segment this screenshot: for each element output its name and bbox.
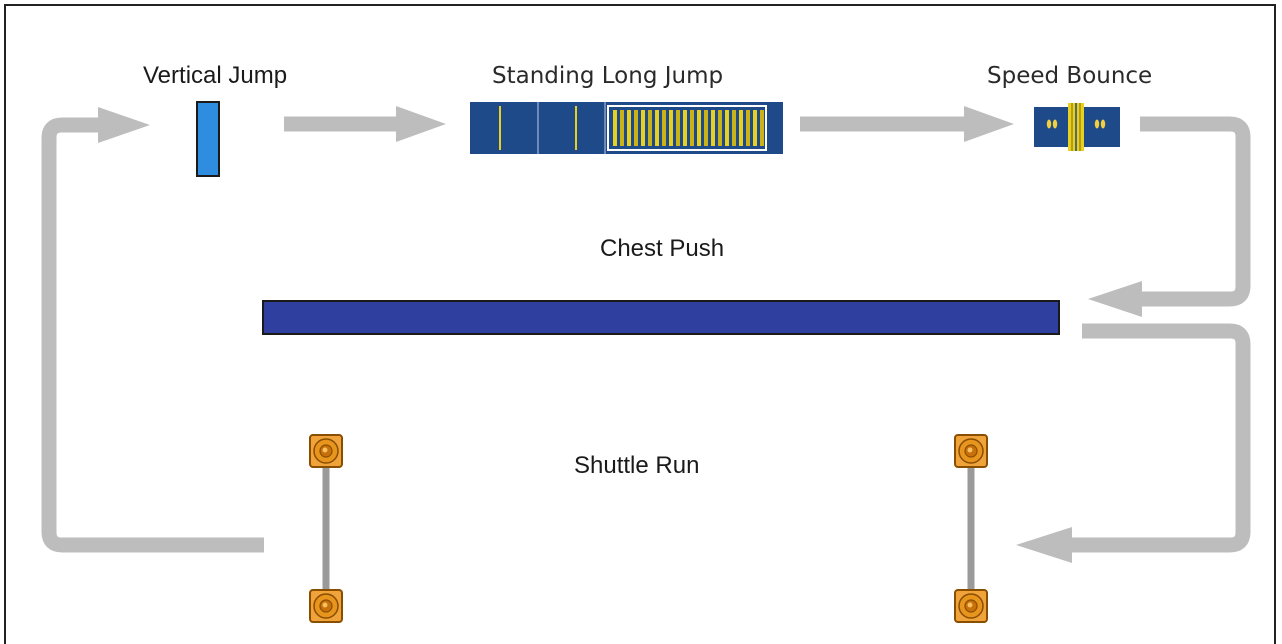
arrowhead-icon xyxy=(396,106,446,142)
arrow-heads xyxy=(98,106,1142,563)
mat-stripe xyxy=(634,110,638,146)
speed-bounce-mat xyxy=(1034,103,1120,151)
diagram-frame xyxy=(4,4,1276,644)
footprint-icon xyxy=(1094,119,1106,129)
mat-stripe xyxy=(648,110,652,146)
mat-stripe xyxy=(746,110,750,146)
footprint-icon xyxy=(1046,119,1058,129)
cone-icon xyxy=(309,589,343,623)
mat-stripe xyxy=(704,110,708,146)
arrowhead-icon xyxy=(98,107,150,143)
arrow-cp-to-sr xyxy=(1070,323,1251,553)
mat-stripe xyxy=(697,110,701,146)
mat-stripe xyxy=(760,110,764,146)
chest-push-bar xyxy=(262,300,1060,335)
standing-long-jump-label: Standing Long Jump xyxy=(492,63,724,89)
mat-stripe xyxy=(655,110,659,146)
arrow-sb-to-cp xyxy=(1140,116,1251,307)
standing-long-jump-mat xyxy=(470,102,783,154)
cone-icon xyxy=(309,434,343,468)
mat-stripe xyxy=(683,110,687,146)
arrow-sr-to-vj xyxy=(41,117,264,553)
mat-stripe xyxy=(613,110,617,146)
vertical-jump-marker xyxy=(196,101,220,177)
mat-stripe xyxy=(641,110,645,146)
shuttle-run-right-lane xyxy=(954,434,988,623)
cone-icon xyxy=(954,589,988,623)
chest-push-label: Chest Push xyxy=(600,235,725,262)
mat-stripe xyxy=(739,110,743,146)
mat-stripe xyxy=(662,110,666,146)
shuttle-run-left-lane xyxy=(309,434,343,623)
mat-stripe xyxy=(620,110,624,146)
cone-icon xyxy=(954,434,988,468)
vertical-jump-label: Vertical Jump xyxy=(143,62,288,89)
mat-stripe xyxy=(753,110,757,146)
mat-stripe xyxy=(669,110,673,146)
mat-stripe xyxy=(690,110,694,146)
mat-stripe xyxy=(718,110,722,146)
mat-stripe xyxy=(725,110,729,146)
mat-stripe xyxy=(732,110,736,146)
arrowhead-icon xyxy=(1016,527,1072,563)
shuttle-run-label: Shuttle Run xyxy=(574,452,700,479)
arrowhead-icon xyxy=(1088,281,1142,317)
circuit-arrows xyxy=(41,116,1251,553)
mat-stripe xyxy=(711,110,715,146)
mat-stripe xyxy=(676,110,680,146)
arrowhead-icon xyxy=(964,106,1014,142)
speed-bounce-label: Speed Bounce xyxy=(987,63,1153,89)
mat-stripe xyxy=(627,110,631,146)
